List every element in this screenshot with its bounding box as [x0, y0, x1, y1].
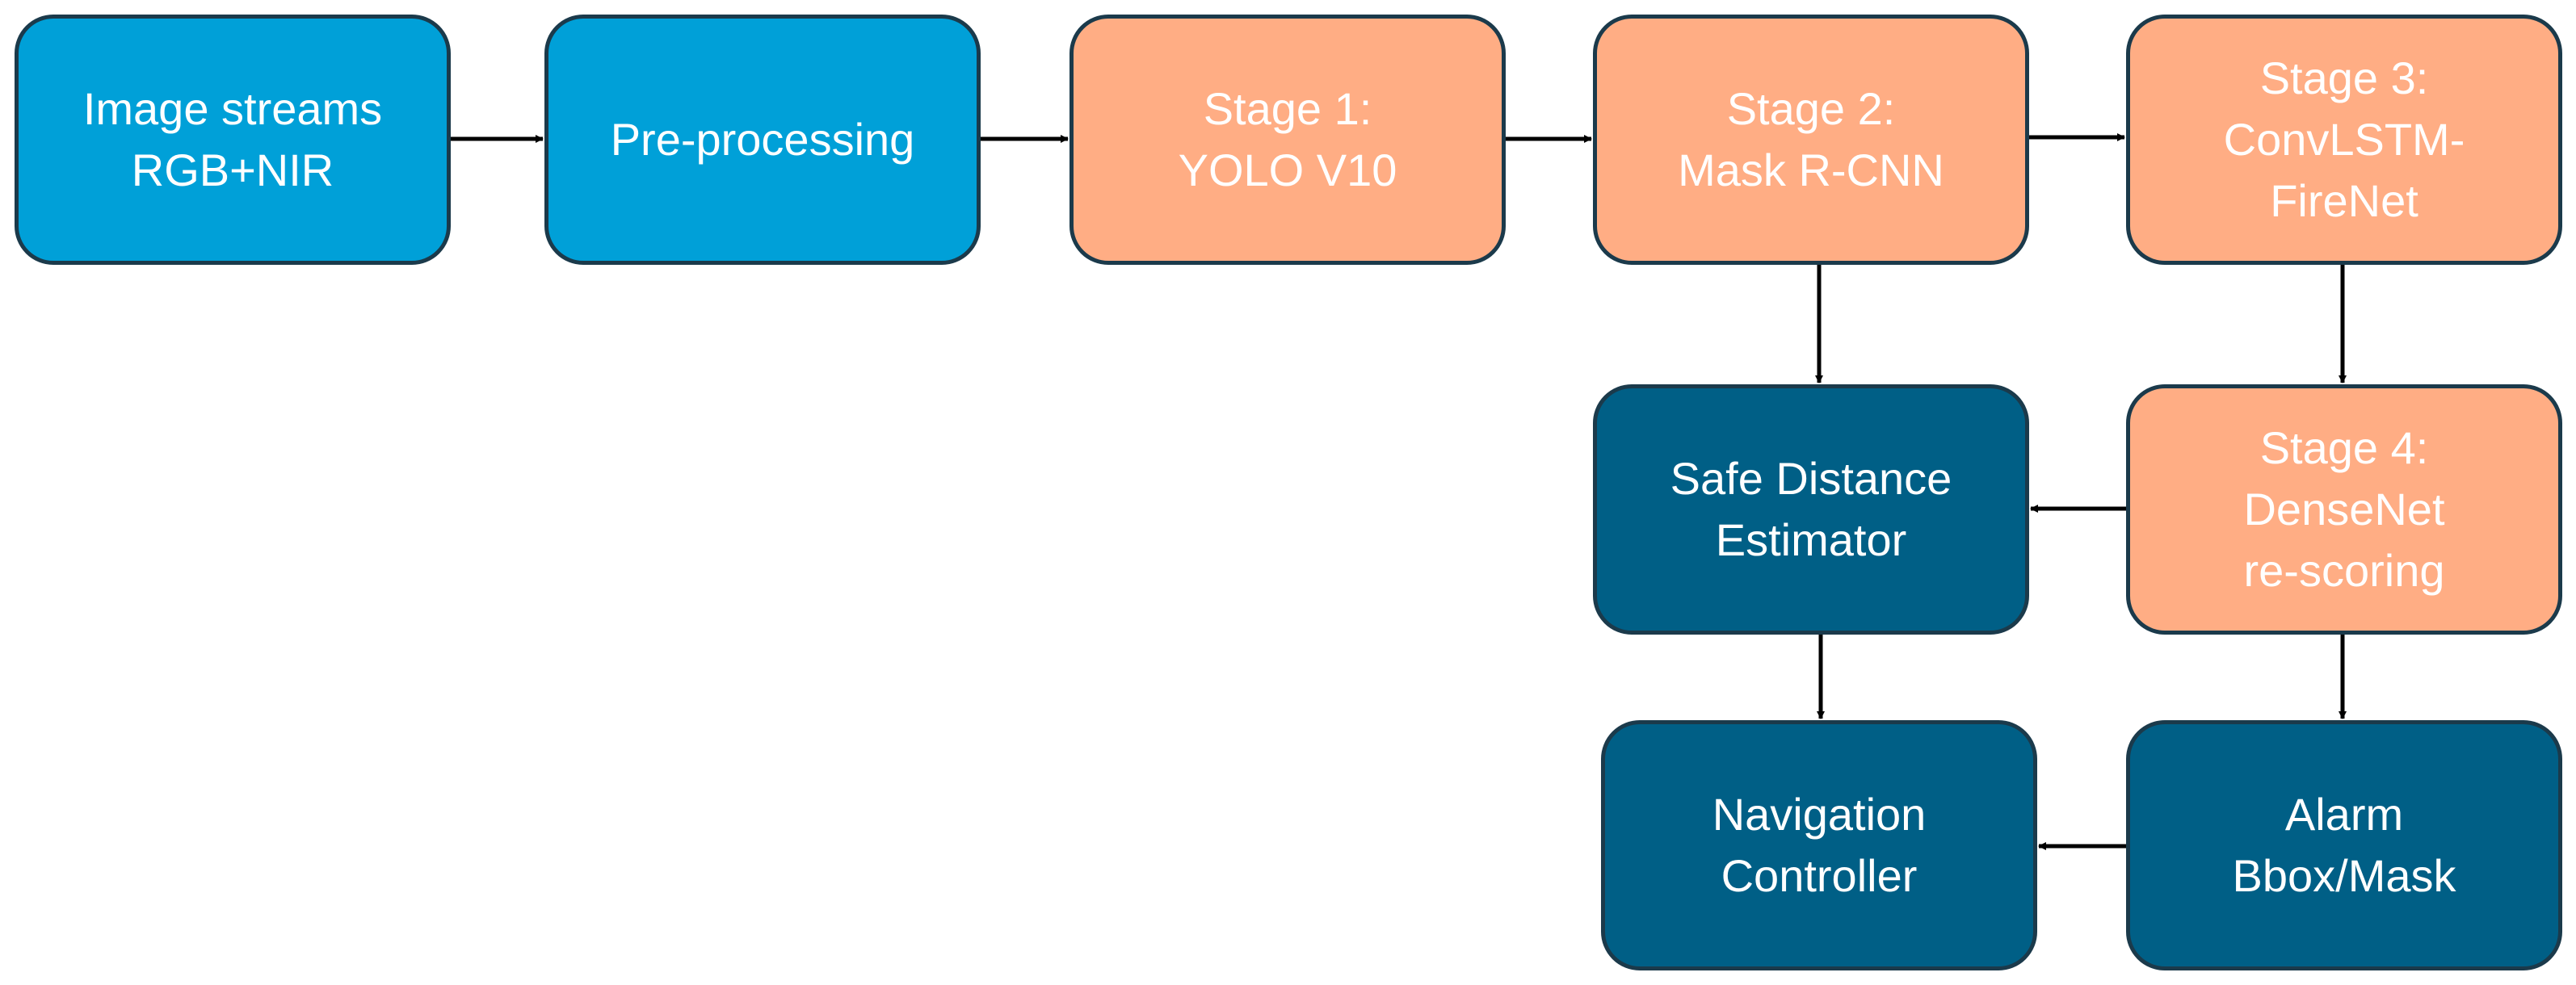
node-safe-distance: Safe Distance Estimator	[1593, 384, 2029, 635]
node-safe-distance-line1: Safe Distance	[1670, 453, 1952, 504]
node-stage3: Stage 3: ConvLSTM- FireNet	[2126, 15, 2562, 265]
node-image-streams-line2: RGB+NIR	[131, 145, 334, 195]
node-stage3-line1: Stage 3:	[2259, 52, 2429, 103]
node-preprocessing-line1: Pre-processing	[610, 114, 915, 165]
node-stage1-line1: Stage 1:	[1203, 83, 1372, 134]
node-stage2-line1: Stage 2:	[1726, 83, 1896, 134]
node-navigation-line1: Navigation	[1712, 789, 1927, 840]
node-stage1: Stage 1: YOLO V10	[1069, 15, 1506, 265]
node-alarm: Alarm Bbox/Mask	[2126, 720, 2562, 970]
node-stage4-line1: Stage 4:	[2259, 422, 2429, 473]
node-safe-distance-line2: Estimator	[1715, 514, 1907, 565]
node-stage3-line2: ConvLSTM-	[2223, 114, 2465, 165]
node-stage1-line2: YOLO V10	[1178, 145, 1397, 195]
node-navigation-line2: Controller	[1721, 850, 1918, 901]
node-stage2-line2: Mask R-CNN	[1678, 145, 1944, 195]
node-alarm-line1: Alarm	[2284, 789, 2404, 840]
node-alarm-line2: Bbox/Mask	[2232, 850, 2456, 901]
node-stage4: Stage 4: DenseNet re-scoring	[2126, 384, 2562, 635]
node-stage4-line2: DenseNet	[2243, 484, 2445, 534]
node-stage4-line3: re-scoring	[2243, 545, 2445, 596]
node-image-streams: Image streams RGB+NIR	[15, 15, 451, 265]
node-image-streams-line1: Image streams	[82, 83, 383, 134]
node-preprocessing: Pre-processing	[544, 15, 981, 265]
node-navigation: Navigation Controller	[1601, 720, 2037, 970]
node-stage2: Stage 2: Mask R-CNN	[1593, 15, 2029, 265]
node-stage3-line3: FireNet	[2270, 175, 2418, 226]
